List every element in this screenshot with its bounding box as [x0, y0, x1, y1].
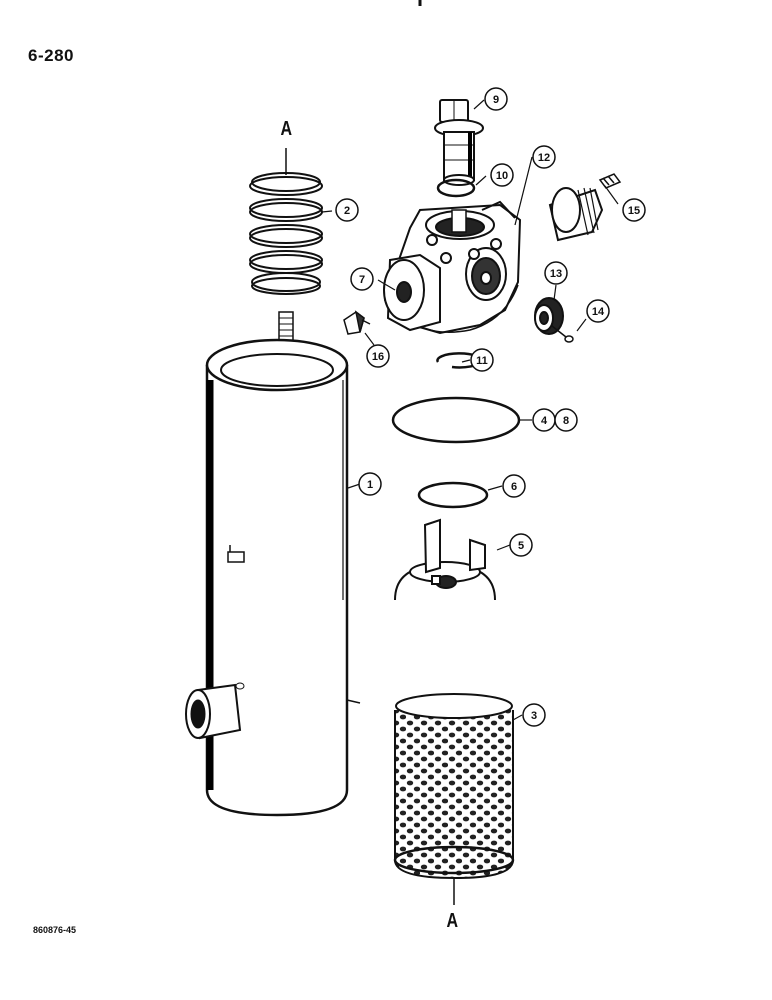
indicator-13 [534, 297, 564, 335]
callout-15: 15 [628, 205, 640, 217]
callout-12: 12 [538, 152, 550, 164]
small-o-ring [417, 481, 489, 509]
drawing-code: 860876-45 [33, 925, 77, 935]
callout-16: 16 [372, 351, 384, 363]
callout-14: 14 [592, 306, 605, 318]
callout-8: 8 [563, 415, 569, 427]
section-letter-bottom: A [446, 910, 459, 932]
housing [185, 311, 361, 817]
callout-5: 5 [518, 540, 524, 552]
fitting-15 [598, 173, 622, 189]
section-letter-top: A [280, 118, 293, 140]
page-number: 6-280 [28, 46, 74, 65]
o-ring [436, 178, 476, 198]
plug-16 [343, 310, 371, 335]
screw-14 [551, 325, 574, 343]
leader-lines [321, 99, 619, 721]
filter-cap [394, 518, 496, 601]
callout-13: 13 [550, 268, 562, 280]
callout-1: 1 [367, 479, 373, 491]
plug-12 [548, 187, 604, 242]
callout-11: 11 [476, 355, 488, 367]
callouts [335, 87, 646, 727]
filter-head [383, 200, 522, 335]
callout-10: 10 [496, 170, 508, 182]
callout-2: 2 [344, 205, 350, 217]
callout-9: 9 [493, 94, 499, 106]
callout-4: 4 [541, 415, 548, 427]
spring [249, 148, 323, 295]
callout-3: 3 [531, 710, 537, 722]
callout-6: 6 [511, 481, 517, 493]
large-o-ring [391, 396, 521, 444]
filter-element [393, 693, 515, 905]
bolt [434, 99, 484, 186]
callout-7: 7 [359, 274, 365, 286]
